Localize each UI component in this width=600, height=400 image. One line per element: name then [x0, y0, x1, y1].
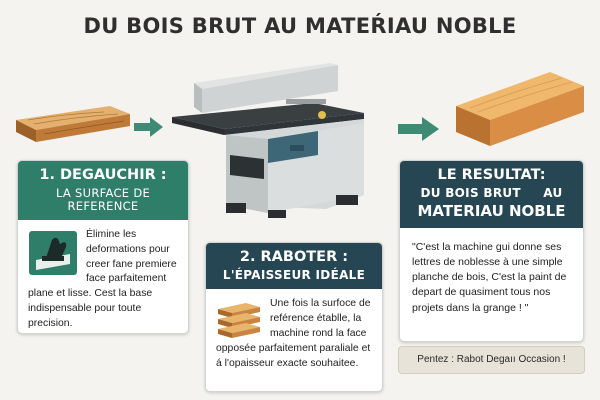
step-degauchir-header: 1. DEGAUCHIR : LA SURFACE DE REFERENCE — [18, 161, 188, 221]
step-raboter-card: 2. RABOTER : L'ÉPAISSEUR IDÉALE Une fois… — [205, 242, 383, 392]
step-degauchir-text: Élimine les deformations pour creer fane… — [28, 229, 177, 329]
step-raboter-header: 2. RABOTER : L'ÉPAISSEUR IDÉALE — [206, 243, 382, 290]
hand-planing-icon — [29, 231, 77, 276]
step-degauchir-title: 1. DEGAUCHIR : — [39, 167, 167, 183]
rough-wood-plank — [16, 106, 130, 142]
result-subtitle-emphasis: MATERIAU NOBLE — [417, 202, 566, 221]
step-raboter-title: 2. RABOTER : — [239, 249, 349, 265]
step-degauchir-subtitle: LA SURFACE DE REFERENCE — [55, 185, 151, 213]
arrow-right-icon — [398, 117, 439, 141]
result-card: LE RESULTAT: DU BOIS BRUT AU MATERIAU NO… — [399, 160, 584, 342]
step-raboter-body: Une fois la surfoce de reférence établle… — [206, 289, 382, 379]
step-raboter-subtitle: L'ÉPAISSEUR IDÉALE — [222, 267, 366, 282]
page-title: DU BOIS BRUT AU MATEŔIAU NOBLE — [83, 14, 517, 38]
result-title: LE RESULTAT: — [437, 167, 546, 183]
step-degauchir-body: Élimine les deformations pour creer fane… — [18, 220, 188, 333]
result-quote: "C'est la machine gui donne ses lettres … — [412, 240, 567, 314]
finished-wood-beam — [456, 72, 584, 146]
jointer-planer-machine — [172, 63, 364, 218]
footer-note: Pentez : Rabot Degaıı Occasion ! — [398, 346, 585, 374]
step-degauchir-card: 1. DEGAUCHIR : LA SURFACE DE REFERENCE É… — [17, 160, 189, 334]
result-subtitle: DU BOIS BRUT AU — [420, 185, 563, 200]
arrow-right-icon — [134, 117, 163, 137]
step-raboter-text: Une fois la surfoce de reférence établle… — [216, 298, 371, 369]
stacked-planks-icon — [218, 303, 260, 339]
result-header: LE RESULTAT: DU BOIS BRUT AU MATERIAU NO… — [400, 161, 583, 228]
